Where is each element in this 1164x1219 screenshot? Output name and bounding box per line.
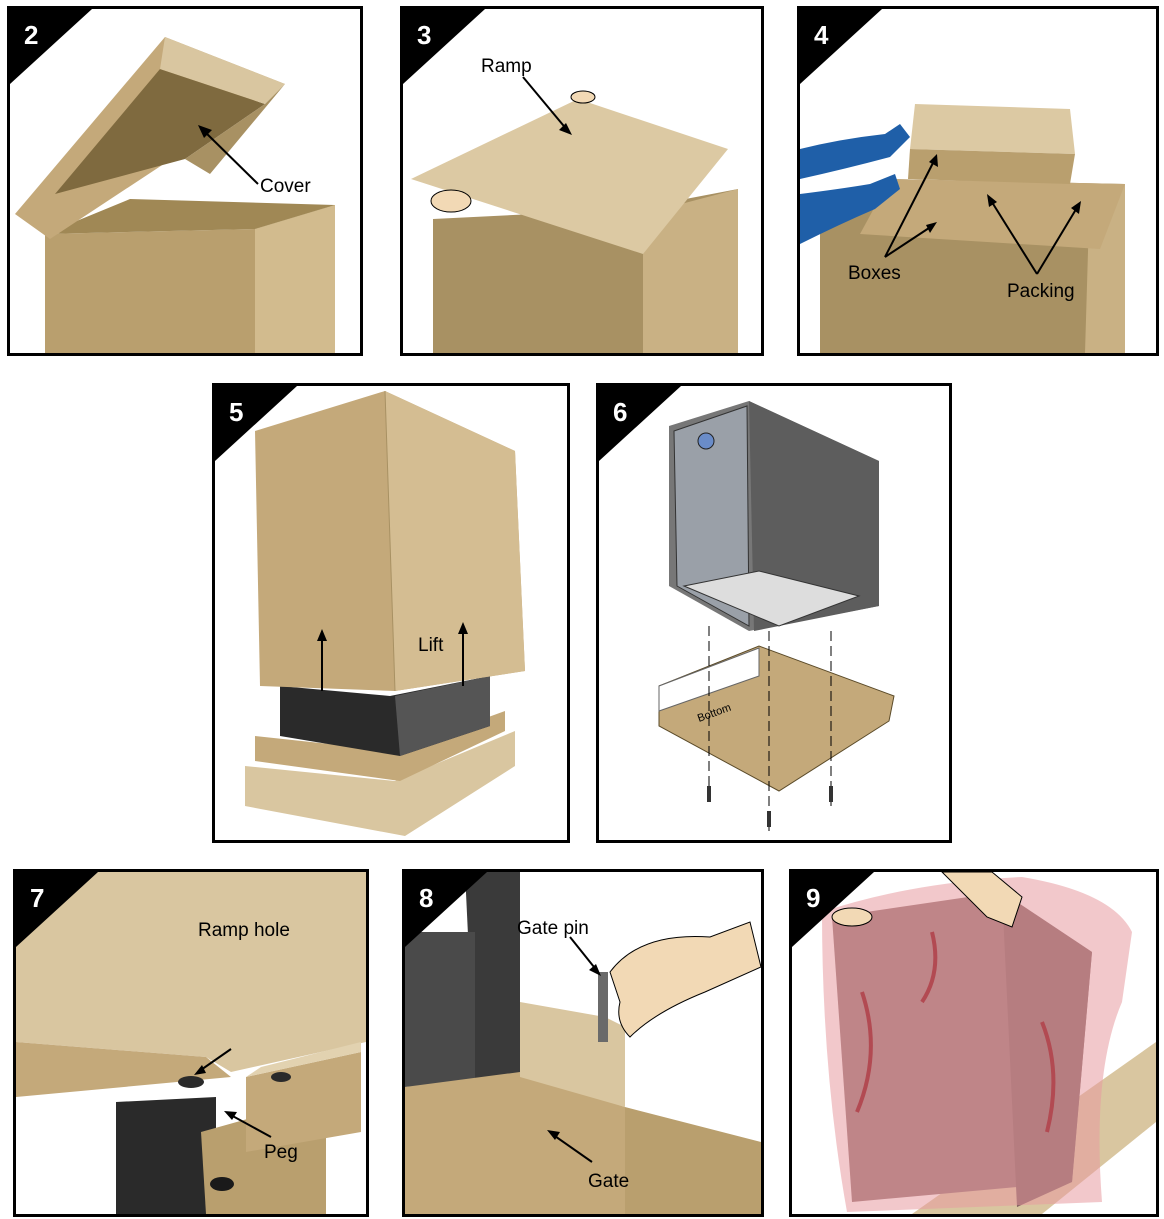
lifted-box-front (908, 149, 1075, 184)
power-button-icon (698, 433, 714, 449)
arm-upper (800, 124, 910, 179)
peg-label: Peg (264, 1142, 298, 1163)
lifted-box-top (910, 104, 1075, 154)
gate-front (625, 1027, 761, 1214)
illustration-lift-carton: Lift 5 (215, 386, 567, 840)
gate-pin-arrow-head (589, 964, 601, 976)
illustration-remove-plastic: 9 (792, 872, 1156, 1214)
hand-right (571, 91, 595, 103)
gate-label: Gate (588, 1171, 629, 1192)
gate-pin (598, 972, 608, 1042)
packing-label: Packing (1007, 281, 1075, 302)
step-badge (599, 386, 681, 461)
plastic-bag (822, 877, 1132, 1212)
step-number: 2 (24, 20, 38, 50)
screw-icon (707, 786, 711, 802)
step-badge (403, 9, 485, 84)
panel-step-6: Bottom 6 (596, 383, 952, 843)
illustration-remove-cover: Cover 2 (10, 9, 360, 353)
step-number: 4 (814, 20, 829, 50)
gate-pin-label: Gate pin (517, 918, 589, 939)
panel-step-9: 9 (789, 869, 1159, 1217)
ramp-surface (16, 872, 366, 1072)
illustration-remove-ramp: Ramp 3 (403, 9, 761, 353)
panel-step-4: Boxes Packing 4 (797, 6, 1159, 356)
panel-step-7: Ramp hole Peg 7 (13, 869, 369, 1217)
panel-step-5: Lift 5 (212, 383, 570, 843)
step-number: 5 (229, 397, 243, 427)
step-number: 8 (419, 883, 433, 913)
cabinet-shadow (116, 1097, 216, 1214)
cabinet-front (405, 932, 475, 1087)
hand (610, 922, 761, 1037)
illustration-ramp-peg: Ramp hole Peg 7 (16, 872, 366, 1214)
peg-arrow-head (224, 1111, 237, 1120)
panel-step-3: Ramp 3 (400, 6, 764, 356)
carton-side (385, 391, 525, 691)
peg (210, 1177, 234, 1191)
illustration-remove-boxes: Boxes Packing 4 (800, 9, 1156, 353)
screw-icon (767, 811, 771, 827)
hand-left (431, 190, 471, 212)
step-number: 3 (417, 20, 431, 50)
step-number: 6 (613, 397, 627, 427)
cover-label: Cover (260, 176, 311, 197)
ramp-hole-label: Ramp hole (198, 920, 290, 941)
box-side (255, 205, 335, 353)
boxes-label: Boxes (848, 263, 901, 284)
panel-step-8: Gate pin Gate 8 (402, 869, 764, 1217)
illustration-gate-pin: Gate pin Gate 8 (405, 872, 761, 1214)
ramp-hole (178, 1076, 204, 1088)
step-badge (10, 9, 92, 84)
gate-hole (271, 1072, 291, 1082)
panel-step-2: Cover 2 (7, 6, 363, 356)
step-number: 7 (30, 883, 44, 913)
lift-label: Lift (418, 635, 444, 656)
ramp-label: Ramp (481, 56, 532, 77)
pallet-top (659, 646, 894, 791)
illustration-remove-screws: Bottom 6 (599, 386, 949, 840)
screw-icon (829, 786, 833, 802)
step-badge (800, 9, 882, 84)
step-number: 9 (806, 883, 820, 913)
hand-left (832, 908, 872, 926)
